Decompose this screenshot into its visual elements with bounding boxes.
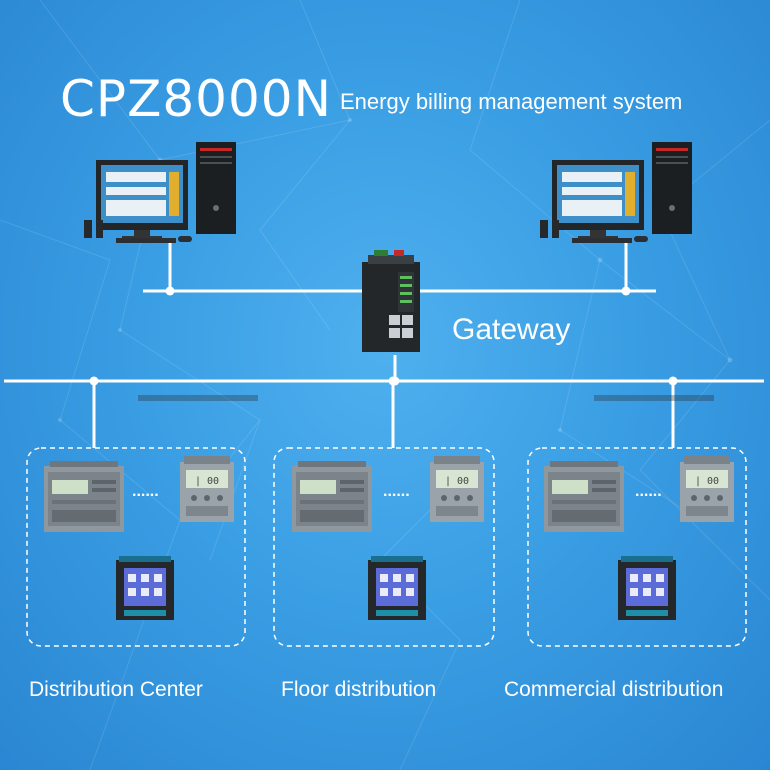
zone3-label: Commercial distribution [504, 678, 724, 701]
zone3-single-phase-meter-icon [680, 456, 734, 522]
zone2-label: Floor distribution [281, 678, 437, 701]
zone1-din-rail-meter-icon [44, 461, 124, 532]
zone2-single-phase-meter-icon [430, 456, 484, 522]
zone2-boundary [273, 447, 495, 647]
zone1-label: Distribution Center [29, 678, 203, 701]
zone1-meter-ellipsis: ...... [132, 483, 159, 500]
system-subtitle: Energy billing management system [340, 89, 683, 114]
zone3-panel-meter-icon [618, 556, 676, 620]
zone1-panel-meter-icon [116, 556, 174, 620]
pc-workstation-left [84, 142, 258, 401]
product-title: CPZ8000N [60, 70, 332, 128]
zone2-panel-meter-icon [368, 556, 426, 620]
industrial-gateway-icon [362, 250, 420, 352]
zone3-din-rail-meter-icon [544, 461, 624, 532]
zone3-boundary [527, 447, 747, 647]
zone3-meter-ellipsis: ...... [635, 483, 662, 500]
zone2-meter-ellipsis: ...... [383, 483, 410, 500]
zone1-boundary [26, 447, 246, 647]
gateway-label: Gateway [452, 313, 571, 346]
zone1-single-phase-meter-icon [180, 456, 234, 522]
pc-workstation-right [540, 142, 714, 401]
zone2-din-rail-meter-icon [292, 461, 372, 532]
